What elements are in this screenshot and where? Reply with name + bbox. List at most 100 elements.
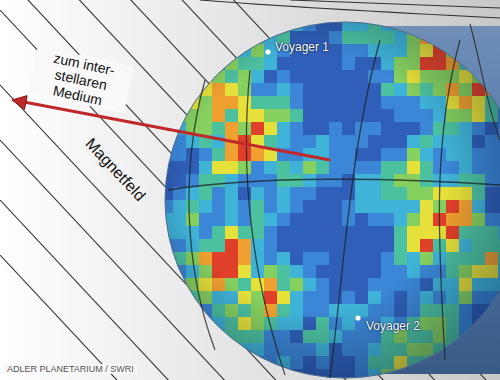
map-pixel bbox=[225, 356, 239, 370]
voyager-dot bbox=[265, 49, 270, 54]
map-pixel bbox=[498, 317, 500, 331]
field-line bbox=[439, 40, 460, 360]
map-pixel bbox=[199, 57, 213, 71]
map-pixel bbox=[225, 31, 239, 45]
map-pixel bbox=[407, 18, 421, 32]
map-pixel bbox=[186, 57, 200, 71]
map-pixel bbox=[173, 57, 187, 71]
map-pixel bbox=[264, 369, 278, 380]
map-pixel bbox=[498, 31, 500, 45]
map-pixel bbox=[212, 44, 226, 58]
map-pixel bbox=[498, 83, 500, 97]
map-pixel bbox=[160, 135, 174, 149]
probe-label: Voyager 2 bbox=[366, 320, 420, 334]
map-pixel bbox=[472, 343, 486, 357]
map-pixel bbox=[420, 18, 434, 32]
map-pixel bbox=[160, 18, 174, 32]
map-pixel bbox=[212, 343, 226, 357]
map-pixel bbox=[160, 96, 174, 110]
map-pixel bbox=[498, 369, 500, 380]
map-pixel bbox=[498, 18, 500, 32]
map-pixel bbox=[498, 44, 500, 58]
map-pixel bbox=[199, 369, 213, 380]
map-pixel bbox=[160, 44, 174, 58]
map-pixel bbox=[199, 343, 213, 357]
map-pixel bbox=[485, 356, 499, 370]
map-pixel bbox=[186, 330, 200, 344]
map-pixel bbox=[186, 343, 200, 357]
map-pixel bbox=[160, 291, 174, 305]
map-pixel bbox=[160, 57, 174, 71]
map-pixel bbox=[420, 369, 434, 380]
map-pixel bbox=[225, 44, 239, 58]
map-pixel bbox=[251, 18, 265, 32]
map-pixel bbox=[199, 18, 213, 32]
map-pixel bbox=[212, 18, 226, 32]
map-pixel bbox=[225, 369, 239, 380]
ibex-map bbox=[160, 18, 500, 380]
map-pixel bbox=[472, 356, 486, 370]
map-pixel bbox=[173, 291, 187, 305]
map-pixel bbox=[186, 44, 200, 58]
map-pixel bbox=[485, 317, 499, 331]
map-pixel bbox=[160, 356, 174, 370]
map-pixel bbox=[199, 44, 213, 58]
map-pixel bbox=[459, 31, 473, 45]
map-pixel bbox=[173, 31, 187, 45]
map-pixel bbox=[173, 369, 187, 380]
map-pixel bbox=[212, 330, 226, 344]
field-line bbox=[290, 0, 500, 8]
map-pixel bbox=[173, 330, 187, 344]
voyager-dot bbox=[355, 315, 360, 320]
map-pixel bbox=[498, 343, 500, 357]
bubble-shading bbox=[165, 22, 500, 378]
map-pixel bbox=[160, 330, 174, 344]
map-pixel bbox=[459, 44, 473, 58]
map-pixel bbox=[485, 44, 499, 58]
map-pixel bbox=[160, 278, 174, 292]
map-pixel bbox=[225, 343, 239, 357]
map-pixel bbox=[498, 330, 500, 344]
map-pixel bbox=[212, 31, 226, 45]
map-pixel bbox=[433, 18, 447, 32]
direction-arrow bbox=[24, 102, 330, 160]
map-pixel bbox=[199, 356, 213, 370]
map-pixel bbox=[186, 317, 200, 331]
map-pixel bbox=[186, 31, 200, 45]
map-pixel bbox=[225, 18, 239, 32]
map-pixel bbox=[173, 44, 187, 58]
map-pixel bbox=[446, 31, 460, 45]
map-pixel bbox=[277, 18, 291, 32]
map-pixel bbox=[407, 369, 421, 380]
map-pixel bbox=[485, 18, 499, 32]
map-pixel bbox=[238, 18, 252, 32]
map-pixel bbox=[433, 31, 447, 45]
map-pixel bbox=[459, 343, 473, 357]
arrow-head bbox=[12, 96, 27, 110]
map-pixel bbox=[459, 356, 473, 370]
map-pixel bbox=[472, 44, 486, 58]
map-pixel bbox=[160, 83, 174, 97]
map-pixel bbox=[160, 252, 174, 266]
map-pixel bbox=[186, 83, 200, 97]
map-pixel bbox=[186, 70, 200, 84]
map-pixel bbox=[498, 70, 500, 84]
field-line bbox=[246, 70, 285, 375]
map-pixel bbox=[472, 18, 486, 32]
map-pixel bbox=[433, 369, 447, 380]
map-pixel bbox=[238, 31, 252, 45]
map-pixel bbox=[264, 18, 278, 32]
map-pixel bbox=[498, 57, 500, 71]
map-pixel bbox=[238, 369, 252, 380]
field-line bbox=[470, 24, 500, 140]
map-pixel bbox=[173, 70, 187, 84]
top-field-lines bbox=[200, 0, 500, 140]
credit-text: ADLER PLANETARIUM / SWRI bbox=[4, 364, 137, 374]
field-line bbox=[200, 0, 500, 18]
map-pixel bbox=[173, 83, 187, 97]
map-pixel bbox=[498, 304, 500, 318]
map-pixel bbox=[160, 369, 174, 380]
map-pixel bbox=[238, 356, 252, 370]
map-pixel bbox=[459, 369, 473, 380]
map-pixel bbox=[485, 31, 499, 45]
